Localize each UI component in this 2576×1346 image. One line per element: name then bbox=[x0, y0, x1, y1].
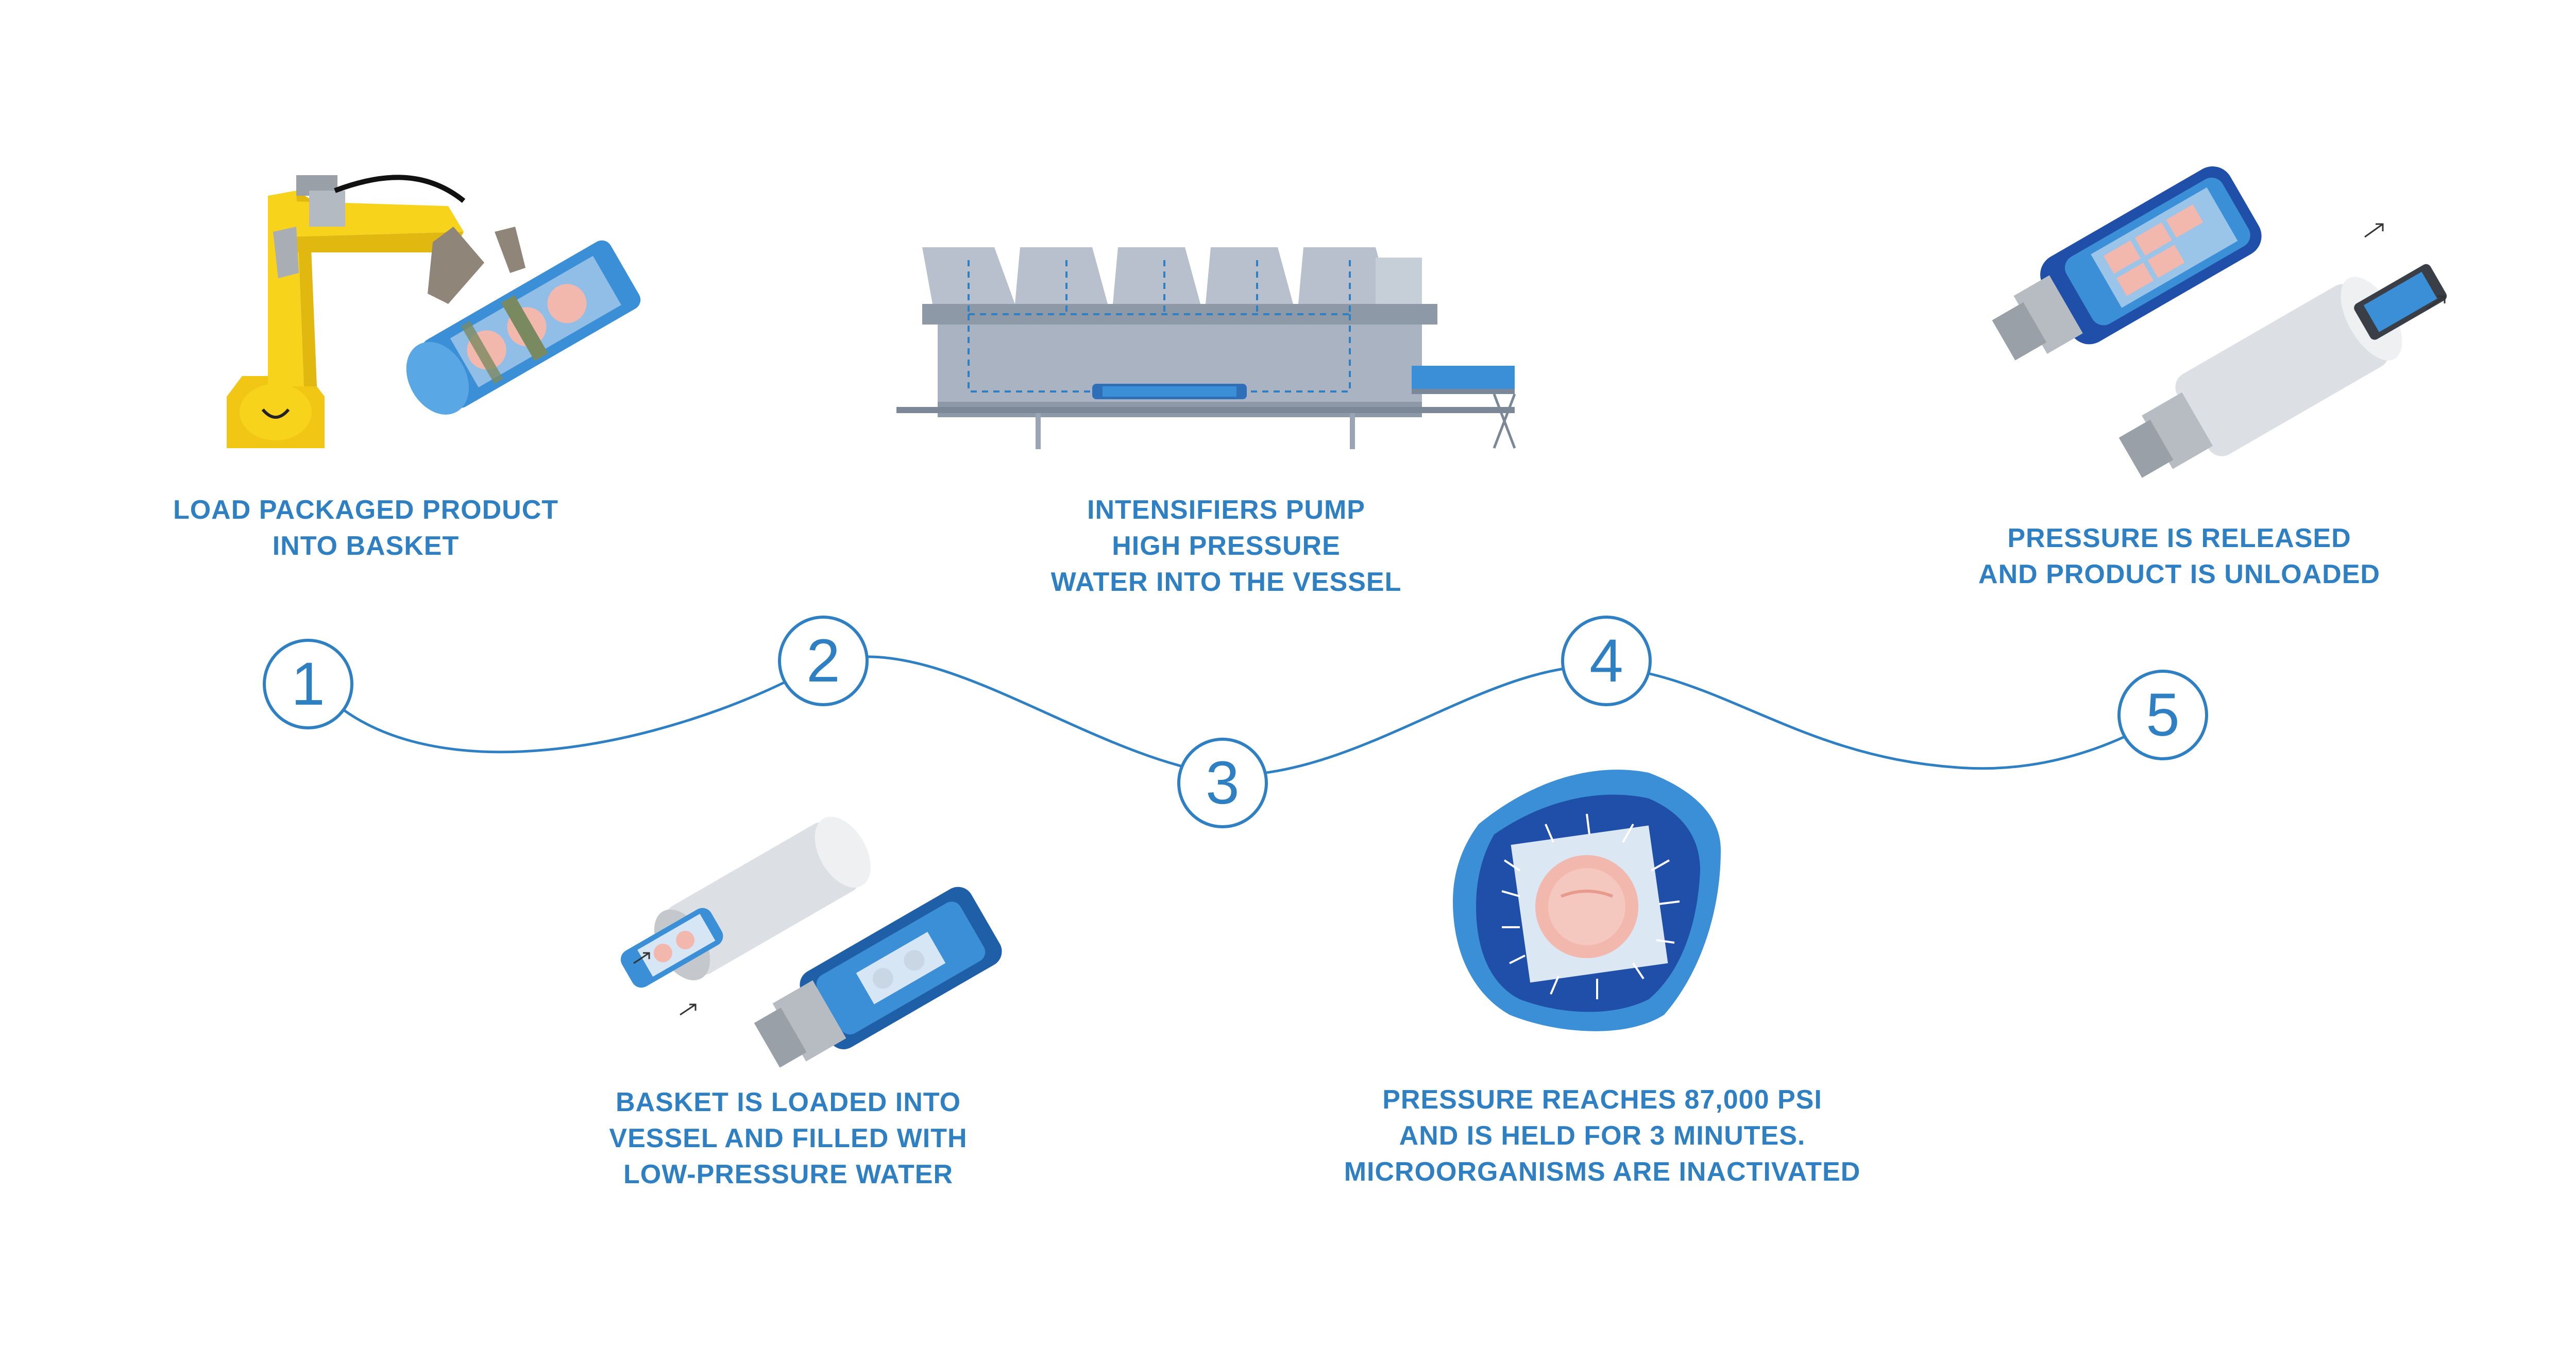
step-5-number: 5 bbox=[2146, 681, 2180, 749]
step-1-marker: 1 bbox=[263, 639, 353, 729]
unloading-icon bbox=[1992, 166, 2447, 478]
vessel-icon bbox=[620, 816, 1002, 1068]
step-5-marker: 5 bbox=[2117, 670, 2208, 760]
step-4-caption: PRESSURE REACHES 87,000 PSI AND IS HELD … bbox=[1344, 1085, 1861, 1187]
step-2-caption: BASKET IS LOADED INTO VESSEL AND FILLED … bbox=[609, 1087, 968, 1189]
step-3-caption: INTENSIFIERS PUMP HIGH PRESSURE WATER IN… bbox=[1050, 495, 1402, 597]
robot-arm-icon bbox=[227, 175, 641, 448]
step-1-number: 1 bbox=[291, 650, 325, 718]
step-1-caption: LOAD PACKAGED PRODUCT INTO BASKET bbox=[173, 495, 559, 561]
step-5-caption: PRESSURE IS RELEASED AND PRODUCT IS UNLO… bbox=[1978, 523, 2380, 589]
step-3-number: 3 bbox=[1206, 749, 1240, 817]
step-2-number: 2 bbox=[806, 627, 840, 695]
pressure-package-icon bbox=[1453, 770, 1721, 1031]
step-3-marker: 3 bbox=[1177, 738, 1268, 828]
hpp-machine-icon bbox=[896, 247, 1516, 449]
step-2-marker: 2 bbox=[778, 616, 869, 706]
step-4-number: 4 bbox=[1589, 627, 1623, 695]
step-4-marker: 4 bbox=[1561, 616, 1652, 706]
